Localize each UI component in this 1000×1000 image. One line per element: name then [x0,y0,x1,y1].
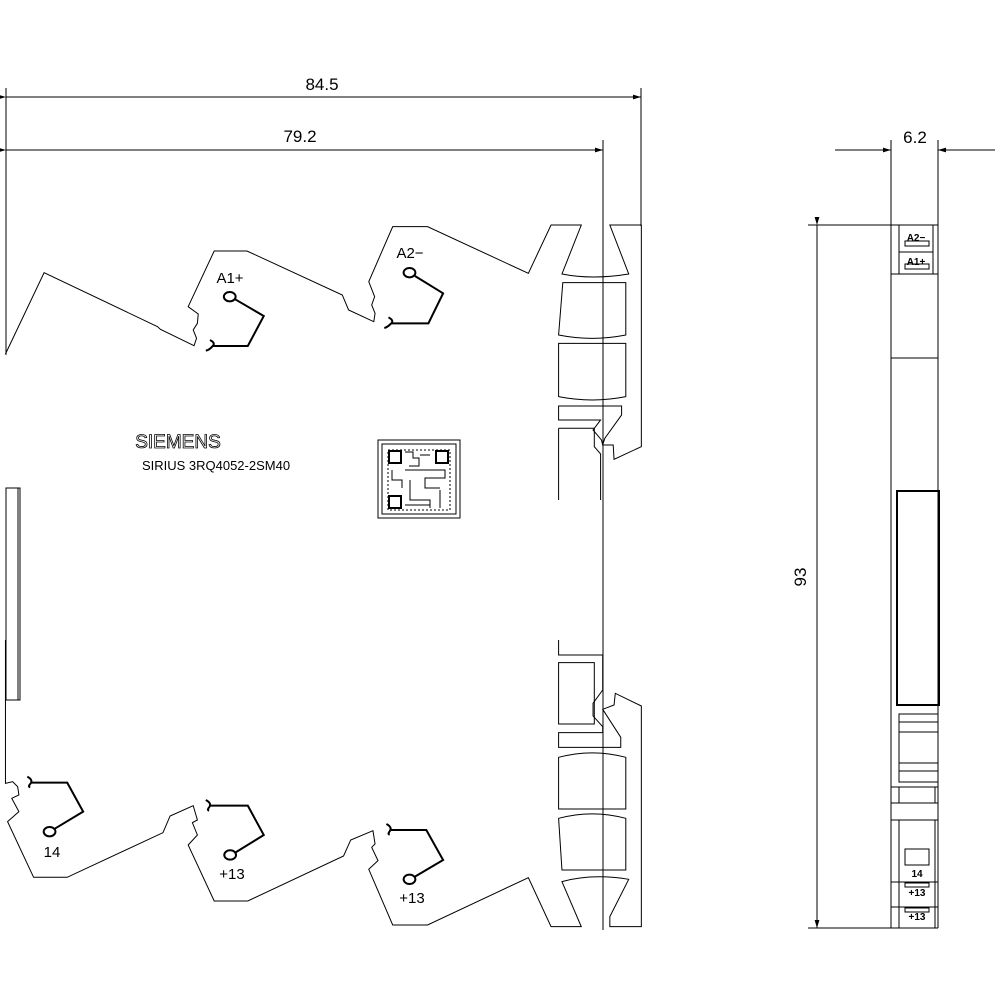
terminal-label-a1: A1+ [216,270,243,287]
dimension-label: 93 [791,568,810,587]
dimension-79-2: 79.2 [0,127,603,153]
dimension-label: 84.5 [305,75,338,94]
front-window [6,488,20,700]
side-label-a1: A1+ [907,257,926,268]
side-label-13b: +13 [909,912,926,923]
terminal-screw-icon [44,827,56,836]
terminal-screw-icon [404,875,416,884]
dimension-label: 6.2 [903,128,927,147]
side-label-a2: A2− [907,233,926,244]
terminal-screw-icon [224,292,236,301]
side-label-13a: +13 [909,888,926,899]
terminal-label-13b: +13 [399,890,424,907]
dimension-84-5: 84.5 [0,75,641,100]
model-label: SIRIUS 3RQ4052-2SM40 [142,458,290,473]
terminal-label-14: 14 [44,844,61,861]
dimension-label: 79.2 [283,127,316,146]
terminal-label-a2: A2− [396,245,423,262]
brand-logo: SIEMENS [135,432,221,453]
terminal-screw-icon [224,850,236,859]
qr-code-icon [378,440,460,518]
front-view-bottom [5,640,641,927]
side-window [897,491,939,705]
side-label-14: 14 [911,869,923,880]
front-view-top [5,225,641,500]
terminal-label-13a: +13 [219,866,244,883]
terminal-screw-icon [404,268,416,277]
side-view: 6.2 93 A2− A1+ 14 +13 +13 [791,128,995,928]
